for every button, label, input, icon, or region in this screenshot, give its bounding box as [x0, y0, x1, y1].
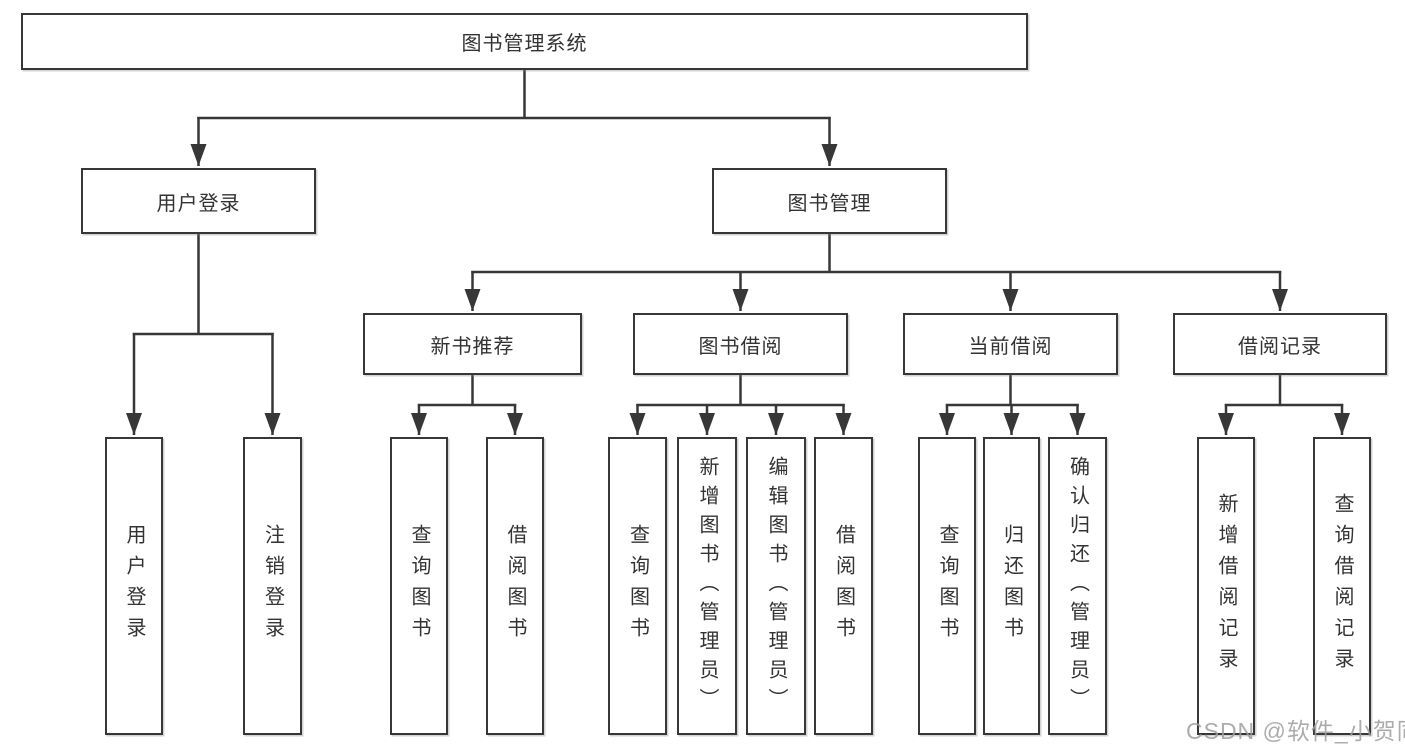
connector-book-mgmt-split — [464, 234, 1288, 311]
node-book-borrow-label: 图书借阅 — [698, 335, 783, 358]
leaf-user-login: 用户登录 — [105, 437, 163, 735]
leaf-logout-label: 注销登录 — [261, 524, 284, 648]
node-root: 图书管理系统 — [21, 13, 1028, 70]
leaf-current-confirm-admin-label: 确认归还（管理员） — [1066, 455, 1089, 717]
leaf-current-return: 归还图书 — [983, 437, 1040, 735]
leaf-records-query-label: 查询借阅记录 — [1331, 493, 1353, 679]
leaf-borrow-add-admin: 新增图书（管理员） — [677, 437, 737, 735]
leaf-records-query: 查询借阅记录 — [1313, 437, 1371, 735]
connector-user-login-branch — [126, 234, 281, 435]
node-new-book-recommend-label: 新书推荐 — [430, 335, 515, 358]
leaf-current-return-label: 归还图书 — [1000, 524, 1023, 648]
node-borrow-records: 借阅记录 — [1173, 313, 1387, 375]
leaf-newbooks-query: 查询图书 — [390, 437, 448, 735]
leaf-borrow-edit-admin-label: 编辑图书（管理员） — [765, 455, 787, 717]
node-user-login-label: 用户登录 — [156, 192, 241, 215]
connector-borrow-records-split — [1218, 375, 1350, 435]
leaf-newbooks-query-label: 查询图书 — [408, 524, 430, 648]
leaf-logout: 注销登录 — [243, 437, 302, 735]
leaf-borrow-edit-admin: 编辑图书（管理员） — [746, 437, 806, 735]
connector-new-books-split — [411, 375, 523, 435]
node-book-management: 图书管理 — [712, 168, 947, 234]
leaf-records-add: 新增借阅记录 — [1197, 437, 1255, 735]
leaf-current-confirm-admin: 确认归还（管理员） — [1048, 437, 1107, 735]
leaf-user-login-label: 用户登录 — [123, 524, 145, 648]
leaf-borrow-lend: 借阅图书 — [814, 437, 873, 735]
node-user-login: 用户登录 — [81, 168, 316, 234]
node-book-borrow: 图书借阅 — [633, 313, 848, 375]
node-borrow-records-label: 借阅记录 — [1238, 335, 1322, 358]
connector-root-split — [190, 70, 838, 166]
leaf-borrow-query: 查询图书 — [608, 437, 667, 735]
leaf-current-query-label: 查询图书 — [936, 524, 958, 648]
leaf-current-query: 查询图书 — [918, 437, 976, 735]
connector-book-borrow-split — [629, 375, 852, 435]
leaf-records-add-label: 新增借阅记录 — [1215, 493, 1237, 679]
node-current-borrow: 当前借阅 — [903, 313, 1118, 375]
node-root-label: 图书管理系统 — [461, 33, 588, 55]
node-current-borrow-label: 当前借阅 — [968, 335, 1053, 358]
csdn-watermark: CSDN @软件_小贺同学 — [1186, 718, 1405, 744]
node-new-book-recommend: 新书推荐 — [363, 313, 582, 375]
leaf-newbooks-borrow: 借阅图书 — [486, 437, 544, 735]
leaf-borrow-lend-label: 借阅图书 — [832, 524, 855, 648]
leaf-borrow-add-admin-label: 新增图书（管理员） — [696, 455, 718, 717]
leaf-newbooks-borrow-label: 借阅图书 — [504, 524, 526, 648]
leaf-borrow-query-label: 查询图书 — [626, 524, 649, 648]
connector-current-borrow-split — [939, 375, 1086, 435]
node-book-management-label: 图书管理 — [787, 192, 872, 215]
